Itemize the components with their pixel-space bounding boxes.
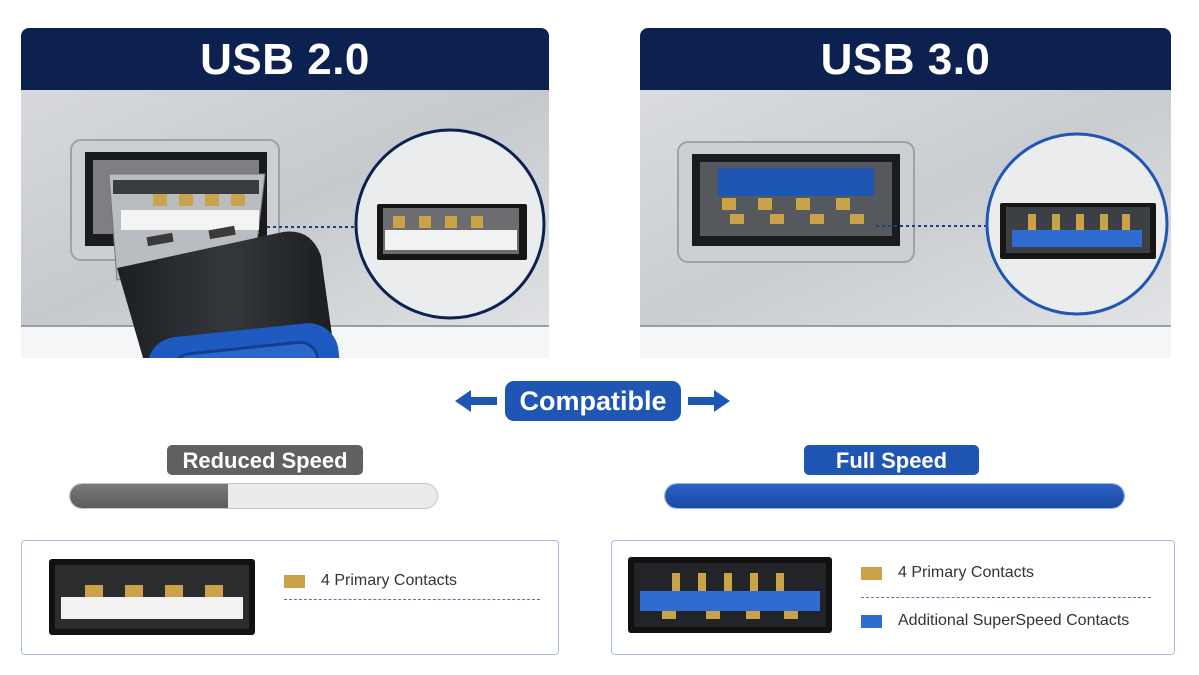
usb2-legend-primary-label: 4 Primary Contacts <box>321 572 458 589</box>
usb3-legend-primary-label: 4 Primary Contacts <box>898 564 1035 581</box>
usb2-speed-fill <box>70 484 228 508</box>
usb3-title: USB 3.0 <box>640 28 1171 90</box>
blue-swatch-icon <box>861 614 882 628</box>
usb3-speed-bar <box>664 483 1125 509</box>
legend-divider <box>284 599 540 600</box>
usb3-panel: USB 3.0 <box>640 28 1171 358</box>
compatible-badge: Compatible <box>505 381 681 421</box>
usb2-speed-bar <box>69 483 438 509</box>
usb2-speed-label: Reduced Speed <box>167 445 363 475</box>
gold-swatch-icon <box>284 574 305 588</box>
usb2-panel: USB 2.0 <box>21 28 549 358</box>
gold-swatch-icon <box>861 566 882 580</box>
usb3-legend-box: 4 Primary Contacts Additional SuperSpeed… <box>611 540 1175 655</box>
usb3-port-illustration <box>640 90 1171 358</box>
usb2-title: USB 2.0 <box>21 28 549 90</box>
arrow-left-icon <box>455 390 497 412</box>
arrow-right-icon <box>688 390 730 412</box>
usb2-connector-diagram <box>49 559 255 635</box>
usb3-speed-fill <box>665 484 1124 508</box>
usb3-connector-diagram <box>628 557 832 633</box>
legend-divider <box>861 597 1151 598</box>
usb3-legend-superspeed: Additional SuperSpeed Contacts <box>861 612 1129 630</box>
usb2-legend-primary: 4 Primary Contacts <box>284 572 457 590</box>
usb2-legend-box: 4 Primary Contacts <box>21 540 559 655</box>
usb3-speed-label: Full Speed <box>804 445 979 475</box>
usb3-legend-primary: 4 Primary Contacts <box>861 564 1034 582</box>
usb2-port-illustration <box>21 90 549 358</box>
usb3-legend-superspeed-label: Additional SuperSpeed Contacts <box>898 612 1130 629</box>
